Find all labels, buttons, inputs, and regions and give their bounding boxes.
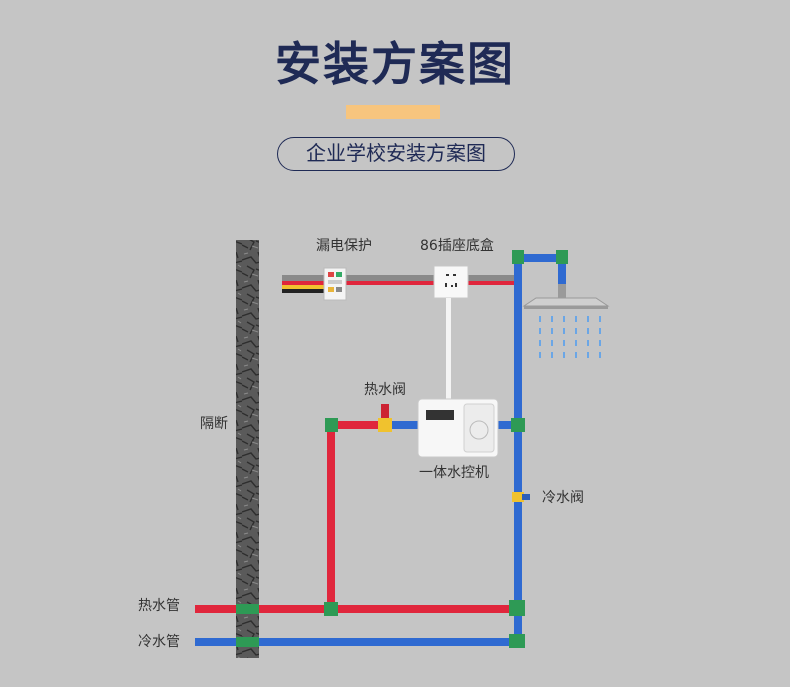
label-cold-pipe: 冷水管	[138, 634, 180, 650]
leakage-protector	[323, 267, 347, 301]
main-hot-pipe	[195, 605, 522, 613]
socket-box	[433, 265, 469, 299]
electrical-line	[282, 275, 514, 293]
partition-wall	[236, 240, 259, 658]
page-title: 安装方案图	[275, 37, 515, 91]
cold-riser-pipe	[514, 254, 566, 644]
cold-valve	[512, 492, 530, 502]
label-hot-valve: 热水阀	[364, 382, 406, 398]
subtitle-pill: 企业学校安装方案图	[277, 137, 515, 171]
label-leakage: 漏电保护	[316, 238, 372, 254]
hot-branch-pipe	[327, 421, 389, 611]
pipe-fittings	[236, 250, 568, 648]
label-partition: 隔断	[200, 416, 228, 432]
power-cable	[446, 298, 451, 402]
hot-valve	[378, 404, 392, 432]
label-cold-valve: 冷水阀	[542, 490, 584, 506]
label-hot-pipe: 热水管	[138, 598, 180, 614]
shower-head	[522, 284, 610, 358]
title-accent-bar	[346, 105, 440, 119]
label-socket: 86插座底盒	[420, 237, 494, 254]
water-controller	[417, 398, 499, 458]
main-cold-pipe	[195, 638, 522, 646]
water-drops	[539, 316, 601, 358]
label-controller: 一体水控机	[419, 465, 489, 481]
